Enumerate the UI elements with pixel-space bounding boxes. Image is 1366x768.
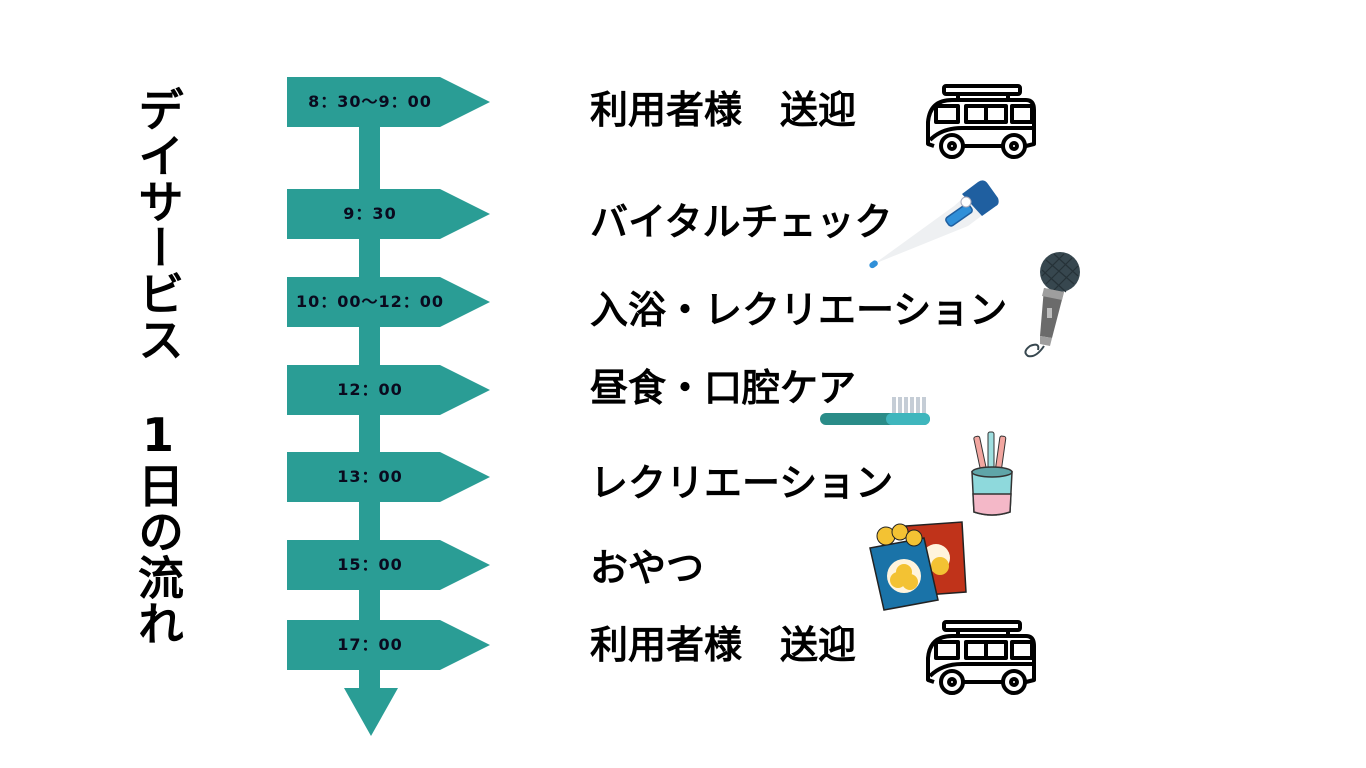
thermometer-icon	[869, 180, 999, 269]
toothbrush-icon	[820, 397, 930, 425]
time-label: 12：00	[337, 380, 403, 399]
van-icon	[926, 84, 1036, 159]
time-label: 15：00	[337, 555, 403, 574]
activity-label: バイタルチェック	[590, 200, 893, 244]
time-label: 9：30	[343, 204, 397, 223]
snack-bags-icon	[869, 521, 967, 611]
activity-label: おやつ	[590, 546, 705, 590]
time-sign: 8：30〜9：00	[287, 77, 490, 127]
activity-label: レクリエーション	[590, 461, 894, 505]
time-label: 17：00	[337, 635, 403, 654]
time-label: 13：00	[337, 467, 403, 486]
time-sign: 15：00	[287, 540, 490, 590]
timeline-arrow-down-icon	[344, 688, 398, 736]
time-label: 8：30〜9：00	[308, 92, 432, 111]
time-sign: 9：30	[287, 189, 490, 239]
pencil-cup-icon	[971, 431, 1013, 516]
time-label: 10：00〜12：00	[295, 292, 445, 311]
page-title: デイサービス 1日の流れ	[131, 86, 185, 646]
activity-label: 入浴・レクリエーション	[590, 288, 1008, 332]
activity-label: 利用者様 送迎	[590, 88, 857, 132]
time-sign: 17：00	[287, 620, 490, 670]
time-sign: 10：00〜12：00	[287, 277, 490, 327]
activity-label: 昼食・口腔ケア	[590, 366, 857, 410]
activity-label: 利用者様 送迎	[590, 623, 857, 667]
van-icon	[926, 620, 1036, 695]
time-sign: 12：00	[287, 365, 490, 415]
time-sign: 13：00	[287, 452, 490, 502]
microphone-icon	[1024, 252, 1080, 358]
